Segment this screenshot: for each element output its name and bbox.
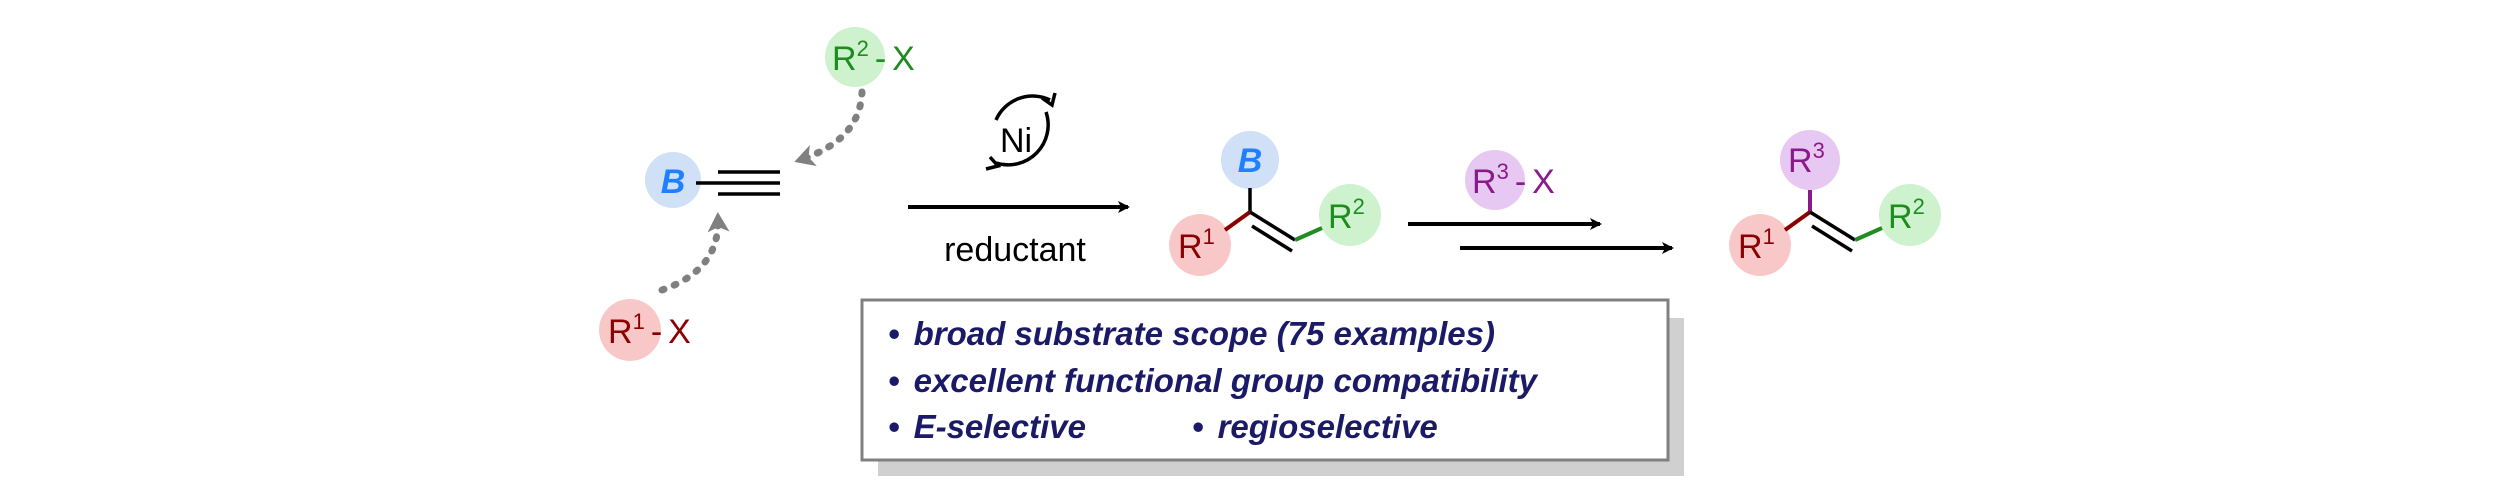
prod-r1-highlight — [1729, 214, 1791, 276]
feature-item-1: •broad substrate scope (75 examples) — [888, 315, 1495, 352]
int-r2-highlight — [1319, 184, 1381, 246]
catalyst-label: Ni — [1000, 122, 1032, 160]
circular-arrows-icon — [985, 92, 1057, 171]
p-c-c-double-bond-1 — [1809, 210, 1856, 242]
dotted-arrow-r1 — [658, 212, 730, 294]
r2x-label: R2-X — [832, 36, 915, 78]
r2-highlight — [825, 27, 885, 87]
p-c-c-double-bond-2 — [1811, 224, 1853, 253]
borylated-alkene: B R1 R2 — [1169, 131, 1381, 276]
prod-r3-label: R3 — [1788, 138, 1825, 180]
prod-r2-label: R2 — [1888, 194, 1925, 236]
prod-r2-highlight — [1879, 184, 1941, 246]
features-box: •broad substrate scope (75 examples) •ex… — [860, 298, 1684, 476]
int-r1-highlight — [1169, 214, 1231, 276]
dotted-arrow-r2 — [794, 88, 866, 167]
r3x-label: R3-X — [1472, 159, 1555, 201]
triple-bond — [718, 170, 780, 196]
prod-r1-label: R1 — [1738, 224, 1775, 266]
feature-item-3: •E-selective — [888, 408, 1086, 445]
p-c-r2-bond — [1854, 226, 1883, 242]
int-boron-label: B — [1238, 142, 1263, 180]
r1x-label: R1-X — [608, 309, 691, 351]
p-c-r1-bond — [1783, 210, 1812, 232]
int-boron-highlight — [1221, 131, 1279, 189]
c-r1-bond — [1223, 210, 1252, 232]
r1-highlight — [599, 299, 661, 361]
r2x-reagent: R2-X — [825, 27, 915, 87]
c-c-double-bond-2 — [1251, 224, 1293, 253]
step1-conditions: Ni reductant — [908, 92, 1130, 269]
c-c-double-bond-1 — [1249, 210, 1296, 242]
reductant-label: reductant — [944, 231, 1086, 269]
c-r2-bond — [1294, 226, 1323, 242]
boron-label: B — [661, 163, 686, 201]
r1x-reagent: R1-X — [599, 299, 691, 361]
int-r1-label: R1 — [1178, 224, 1215, 266]
features-box-frame — [860, 298, 1670, 462]
step2-conditions: R3-X — [1408, 150, 1674, 254]
boron-highlight — [645, 152, 701, 208]
r3-highlight — [1465, 150, 1525, 210]
alkynyl-boronate: B — [645, 152, 780, 208]
product-alkene: R3 R1 R2 — [1729, 130, 1941, 276]
feature-item-2: •excellent functional group compatibilit… — [888, 362, 1539, 399]
int-r2-label: R2 — [1328, 194, 1365, 236]
prod-r3-highlight — [1780, 130, 1840, 190]
feature-item-4: •regioselective — [1192, 408, 1438, 445]
